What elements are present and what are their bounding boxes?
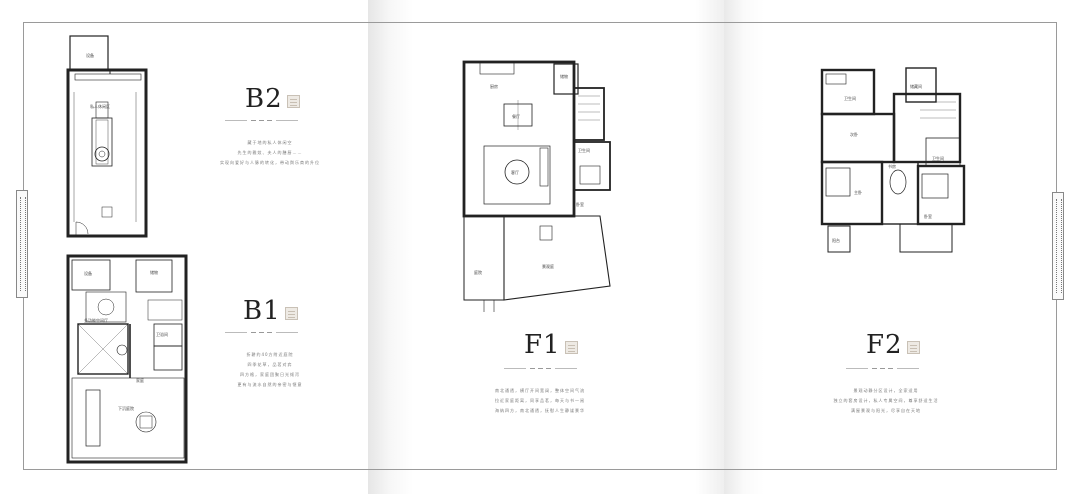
right-edge-ornament — [1052, 192, 1064, 300]
middle-page — [368, 0, 724, 494]
f2-divider — [846, 364, 919, 372]
f2-desc-line: 满屋景观与阳光，尽享自在天地 — [851, 408, 921, 413]
b1-title: B1 — [243, 296, 281, 326]
b2-divider — [225, 116, 298, 124]
f1-heading: F1 — [524, 332, 578, 358]
b1-room-label-bath: 卫浴间 — [156, 331, 168, 337]
b2-floor-plan: 设备 私人休闲区 — [66, 35, 148, 238]
f2-room-label-bedroom: 卧室 — [924, 213, 932, 219]
b1-desc-line: 四季花草，品茗对弈 — [247, 362, 293, 367]
f1-room-label-kitchen: 厨房 — [490, 83, 498, 89]
f1-divider — [504, 364, 577, 372]
b1-divider-tag — [251, 331, 272, 333]
f1-room-label-garden: 庭院 — [474, 269, 482, 275]
f1-desc-line: 海纳四方，南北通透，抚慰人生静谧景华 — [495, 408, 585, 413]
b1-floor-plan: 设备 储物 多功能空间厅 卫浴间 家庭 下沉庭院 — [66, 254, 188, 464]
f1-room-label-landscape: 景观庭 — [542, 263, 554, 269]
left-edge-ornament — [16, 190, 28, 298]
b2-desc-line: 藏于地的私人休闲空 — [247, 140, 293, 145]
f2-room-label-second-bedroom: 次卧 — [850, 131, 858, 137]
b1-heading: B1 — [243, 298, 298, 324]
f1-room-label-living: 客厅 — [511, 169, 519, 175]
f2-desc-line: 景观动静分区设计，全家适用 — [853, 388, 919, 393]
b2-room-label-equipment: 设备 — [86, 52, 94, 58]
b2-seal-icon — [286, 95, 300, 108]
f1-desc-line: 拉近家庭距离，同享品茗，每天与书一阅 — [495, 398, 585, 403]
f2-floor-plan: 卫生间 储藏间 次卧 主卧 书房 卫生间 阳台 卧室 — [820, 67, 966, 253]
b1-desc-line: 折耕约40方附近庭院 — [246, 352, 294, 357]
b1-desc-line: 四方格，家庭团聚日光倾泻 — [240, 372, 300, 377]
right-page — [724, 0, 1080, 494]
f2-heading: F2 — [866, 332, 920, 358]
f1-title: F1 — [524, 330, 561, 360]
f1-divider-tag — [530, 367, 551, 369]
b2-description: 藏于地的私人休闲空 先生的雅炆、夫人的膳厨…… 实现向爱好与人脉的转化，带动舆乐… — [200, 138, 340, 168]
f1-room-label-storage: 储物 — [560, 73, 568, 79]
f2-description: 景观动静分区设计，全家适用 独立的套房设计，私人专属空间，尊享舒适生活 满屋景观… — [816, 386, 956, 416]
f2-desc-line: 独立的套房设计，私人专属空间，尊享舒适生活 — [833, 398, 939, 403]
b1-divider — [225, 328, 298, 336]
b1-room-label-equipment: 设备 — [84, 270, 92, 276]
f2-title: F2 — [866, 330, 903, 360]
f1-seal-icon — [564, 341, 578, 354]
f1-description: 南北通透，横厅开间宽阔，整体空间气流 拉近家庭距离，同享品茗，每天与书一阅 海纳… — [470, 386, 610, 416]
f1-room-label-bedroom: 卧室 — [576, 201, 584, 207]
f2-divider-tag — [872, 367, 893, 369]
f2-room-label-bath-2: 卫生间 — [932, 155, 944, 161]
f2-seal-icon — [906, 341, 920, 354]
f1-room-label-bath: 卫生间 — [578, 147, 590, 153]
b1-room-label-sunken-garden: 下沉庭院 — [118, 405, 134, 411]
b2-title: B2 — [245, 84, 283, 114]
f1-room-label-dining: 餐厅 — [512, 113, 520, 119]
b1-seal-icon — [284, 307, 298, 320]
b1-room-label-multipurpose: 多功能空间厅 — [84, 317, 108, 323]
b2-room-label-lounge: 私人休闲区 — [90, 103, 110, 109]
f2-room-label-storage: 储藏间 — [910, 83, 922, 89]
b2-desc-line: 实现向爱好与人脉的转化，带动舆乐商的升位 — [220, 160, 320, 165]
f1-desc-line: 南北通透，横厅开间宽阔，整体空间气流 — [495, 388, 585, 393]
b2-heading: B2 — [245, 86, 300, 112]
f2-room-label-study: 书房 — [888, 163, 896, 169]
f2-room-label-bath: 卫生间 — [844, 95, 856, 101]
f2-room-label-master: 主卧 — [854, 189, 862, 195]
f1-floor-plan: 厨房 储物 餐厅 客厅 卫生间 卧室 庭院 景观庭 — [462, 60, 611, 312]
b2-divider-tag — [251, 119, 272, 121]
b1-room-label-family: 家庭 — [136, 377, 144, 383]
b1-room-label-storage: 储物 — [150, 269, 158, 275]
b1-description: 折耕约40方附近庭院 四季花草，品茗对弈 四方格，家庭团聚日光倾泻 更有与流水自… — [205, 350, 335, 390]
f2-room-label-balcony: 阳台 — [832, 237, 840, 243]
b2-desc-line: 先生的雅炆、夫人的膳厨…… — [237, 150, 303, 155]
b1-desc-line: 更有与流水自然的亲密与惬意 — [237, 382, 303, 387]
